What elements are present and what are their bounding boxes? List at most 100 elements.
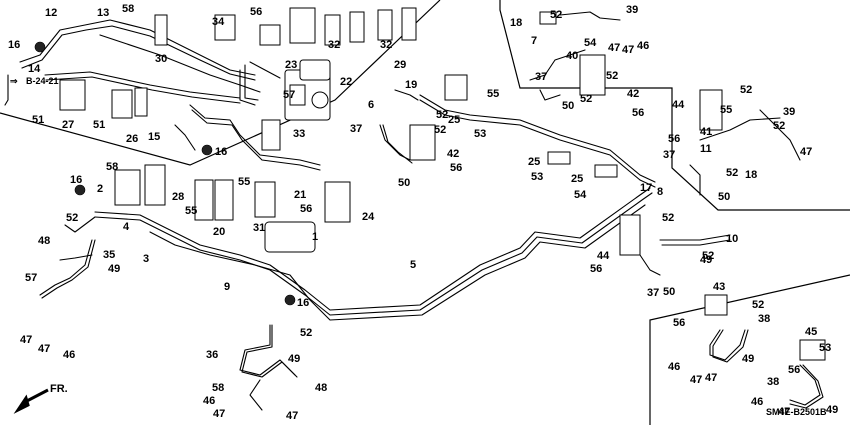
callout: 47 [286,410,298,422]
callout: 25 [571,173,583,185]
callout: 16 [8,39,20,51]
callout: 9 [224,281,230,293]
callout: 52 [434,124,446,136]
callout: 34 [212,16,225,28]
callout: 7 [531,35,537,47]
callout: 48 [315,382,327,394]
callout: 56 [632,107,644,119]
callout: 18 [745,169,757,181]
front-direction: FR. [13,383,68,414]
callout: 56 [450,162,462,174]
callout: 47 [800,146,812,158]
callout: 37 [647,287,659,299]
callout: 14 [28,63,41,75]
callout: 33 [293,128,305,140]
callout: 22 [340,76,352,88]
bracket [289,7,316,44]
callout: 49 [700,254,712,266]
callout: 17 [640,182,652,194]
callout: 47 [778,406,790,418]
callout: 47 [213,408,225,420]
clip [401,7,417,41]
clip [594,164,618,178]
clip [154,14,168,46]
callout: 54 [574,189,587,201]
callout: 47 [705,372,717,384]
callout: 52 [702,250,714,262]
callout: 54 [584,37,597,49]
front-arrow-icon [13,388,49,414]
callout: 53 [819,342,831,354]
callout: 45 [805,326,817,338]
callout: 46 [668,361,680,373]
callout: 30 [155,53,167,65]
callout: 49 [826,404,838,416]
callout: 52 [580,93,592,105]
callout: 52 [550,9,562,21]
callout: 47 [622,44,634,56]
callout: 3 [143,253,149,265]
callout: 42 [627,88,639,100]
callout: 16 [215,146,227,158]
callout: 18 [510,17,522,29]
callout: 47 [608,42,620,54]
callout: 43 [713,281,725,293]
callout: 50 [663,286,675,298]
parts [34,7,826,361]
callout: 31 [253,222,265,234]
callout: 2 [97,183,103,195]
callout: 11 [700,143,712,155]
callout: 28 [172,191,184,203]
callout: 32 [380,39,392,51]
callout: 46 [637,40,649,52]
bracket [704,294,728,316]
callout: 4 [123,221,130,233]
callout: 16 [70,174,82,186]
brake-pipes [4,11,824,411]
direction-label: FR. [50,383,68,395]
callout: 19 [405,79,417,91]
callout: 44 [672,99,685,111]
callout: 38 [767,376,779,388]
grommet [201,144,213,156]
callout: 27 [62,119,74,131]
callout: 56 [788,364,800,376]
callout: 36 [206,349,218,361]
callout: 1 [312,231,318,243]
reference-text: B-24-21 [26,76,59,86]
bracket [619,214,641,256]
bracket [409,124,436,161]
callout: 47 [20,334,32,346]
callout: 25 [528,156,540,168]
arrow-icon: ⇒ [10,76,18,86]
callout: 50 [718,191,730,203]
clip [114,169,141,206]
callout: 56 [300,203,312,215]
callout: 57 [283,89,295,101]
callout: 58 [122,3,134,15]
callout: 47 [690,374,702,386]
callout: 41 [700,126,712,138]
callout: 16 [297,297,309,309]
callout: 57 [25,272,37,284]
clip [214,179,234,221]
clip [349,11,365,43]
callout: 58 [106,161,118,173]
callout: 48 [38,235,50,247]
callout: 52 [752,299,764,311]
callout: 10 [726,233,738,245]
clip [259,24,281,46]
clip [377,9,393,41]
callout: 13 [97,7,109,19]
clip [194,179,214,221]
callout: 55 [185,205,197,217]
callout: 56 [250,6,262,18]
callout: 50 [398,177,410,189]
bracket [324,181,351,223]
bracket [579,54,606,96]
callout: 52 [726,167,738,179]
callout: 25 [448,114,460,126]
clip [324,14,341,46]
callout: 29 [394,59,406,71]
callout: 6 [368,99,374,111]
